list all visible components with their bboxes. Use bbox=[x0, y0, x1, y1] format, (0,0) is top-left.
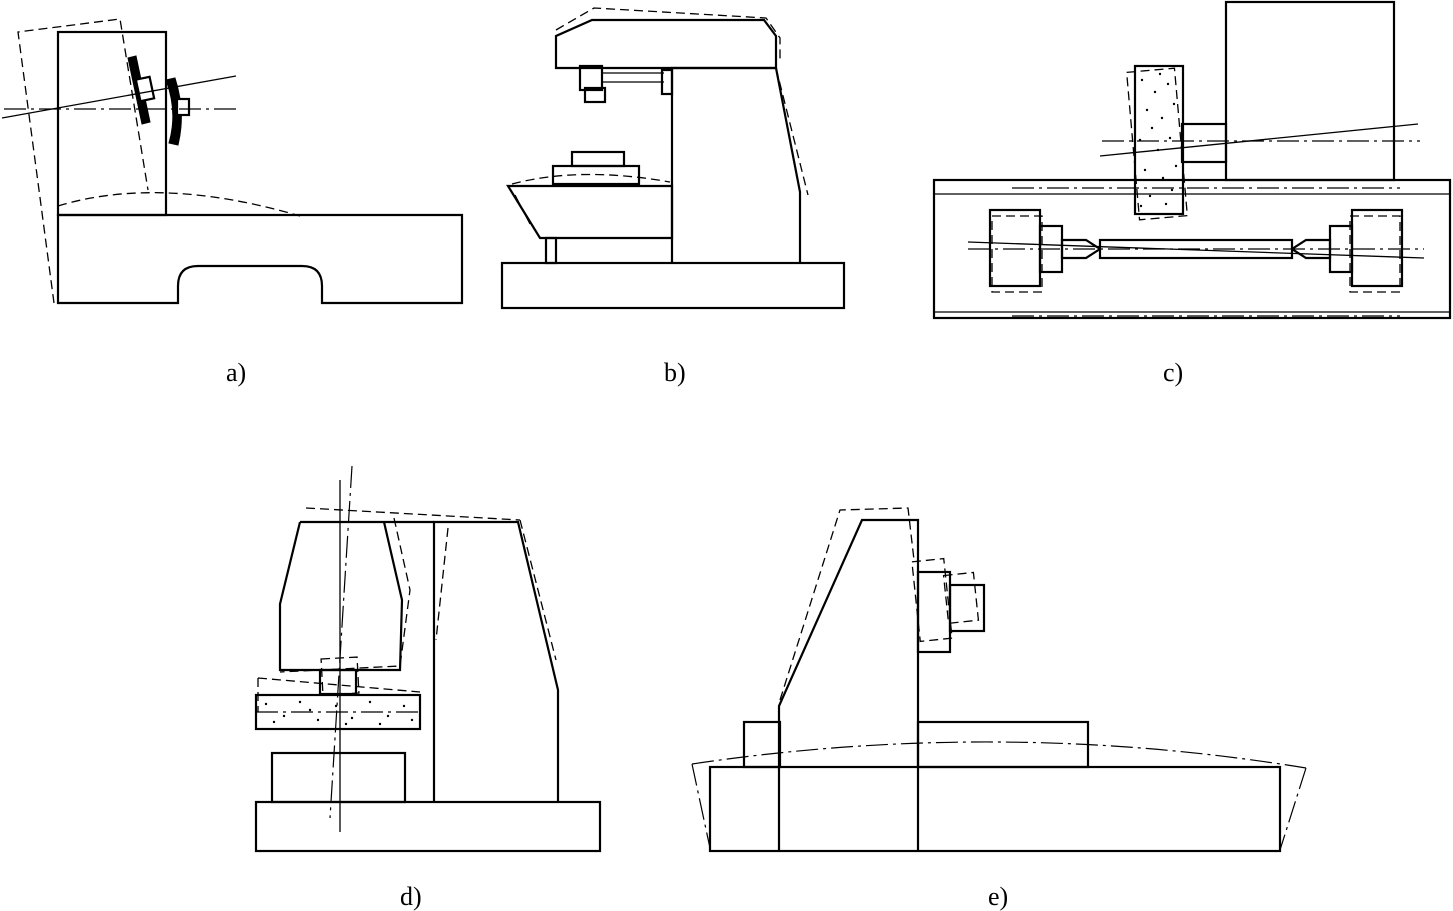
panel-c-tailstock-deformed bbox=[1349, 215, 1401, 293]
panel-d-axis-tilted bbox=[329, 465, 353, 819]
panel-e: e) bbox=[691, 507, 1307, 911]
panel-c-tailstock bbox=[1350, 208, 1404, 288]
panel-b: b) bbox=[500, 7, 846, 387]
panel-c: c) bbox=[932, 0, 1452, 387]
panel-a-caption: a) bbox=[226, 358, 246, 387]
panel-d-table bbox=[270, 751, 407, 804]
panel-d-grinding-disc-deformed bbox=[257, 677, 421, 712]
panel-b-table-deformed bbox=[511, 173, 671, 185]
panel-c-caption: c) bbox=[1163, 358, 1183, 387]
panel-a-base-deformed bbox=[57, 192, 301, 217]
panel-c-wheelhead bbox=[1224, 0, 1396, 182]
panel-e-bed-deformed bbox=[691, 741, 1307, 851]
panel-e-bed bbox=[708, 765, 1282, 853]
panel-b-link-block bbox=[660, 68, 674, 96]
panel-c-bed bbox=[932, 178, 1452, 320]
panel-b-spindle bbox=[583, 86, 607, 104]
panel-a: a) bbox=[1, 18, 464, 387]
panel-d-caption: d) bbox=[400, 882, 422, 911]
panel-b-workpiece-top bbox=[570, 150, 626, 168]
panel-d-head bbox=[278, 520, 434, 672]
panel-c-spindle-axis-tilted bbox=[1099, 123, 1419, 157]
panel-d: d) bbox=[254, 465, 602, 911]
panel-c-grinding-wheel bbox=[1133, 64, 1185, 216]
panel-b-column-deformed bbox=[775, 67, 809, 196]
panel-c-headstock bbox=[988, 208, 1042, 288]
panel-b-column bbox=[670, 66, 802, 263]
panel-d-column-inner bbox=[435, 527, 449, 641]
panel-a-spindle-nose bbox=[134, 75, 156, 103]
panel-b-table-line bbox=[514, 194, 531, 225]
panel-c-headstock-deformed bbox=[991, 215, 1043, 293]
panel-e-left-block bbox=[742, 720, 782, 769]
panel-e-spindle-head-deformed bbox=[911, 557, 953, 643]
panel-a-column bbox=[56, 30, 168, 217]
panel-b-table-leg bbox=[544, 236, 558, 265]
panel-d-column bbox=[432, 520, 560, 802]
panel-c-headstock-center bbox=[1060, 238, 1103, 260]
panel-b-spindle-housing bbox=[578, 64, 604, 92]
panel-a-tool-hub bbox=[175, 97, 191, 117]
panel-d-base bbox=[254, 800, 602, 853]
panel-d-disc-grit bbox=[264, 700, 414, 726]
panel-c-spindle bbox=[1180, 122, 1228, 164]
panel-a-column-deformed bbox=[17, 18, 149, 304]
panel-a-base bbox=[56, 213, 464, 305]
panel-a-axis-tilted bbox=[1, 75, 237, 119]
panel-b-caption: b) bbox=[664, 358, 686, 387]
panel-c-wheel-grit bbox=[1138, 72, 1178, 208]
panel-b-arm bbox=[554, 18, 778, 70]
panel-b-base bbox=[500, 261, 846, 310]
panel-b-table bbox=[506, 184, 674, 240]
panel-e-caption: e) bbox=[988, 882, 1008, 911]
panel-e-spindle-nose bbox=[948, 583, 986, 633]
panel-b-arm-deformed bbox=[555, 7, 781, 60]
panel-e-column bbox=[777, 518, 920, 851]
panel-d-column-deformed bbox=[519, 519, 557, 661]
panel-a-tool-disc bbox=[165, 77, 182, 146]
panel-e-column-deformed bbox=[779, 507, 915, 701]
panel-c-work-axis-deformed bbox=[967, 241, 1425, 259]
panel-b-workpiece bbox=[551, 164, 641, 186]
panel-e-table bbox=[916, 720, 1090, 769]
panel-e-spindle-nose-deformed bbox=[942, 571, 980, 625]
